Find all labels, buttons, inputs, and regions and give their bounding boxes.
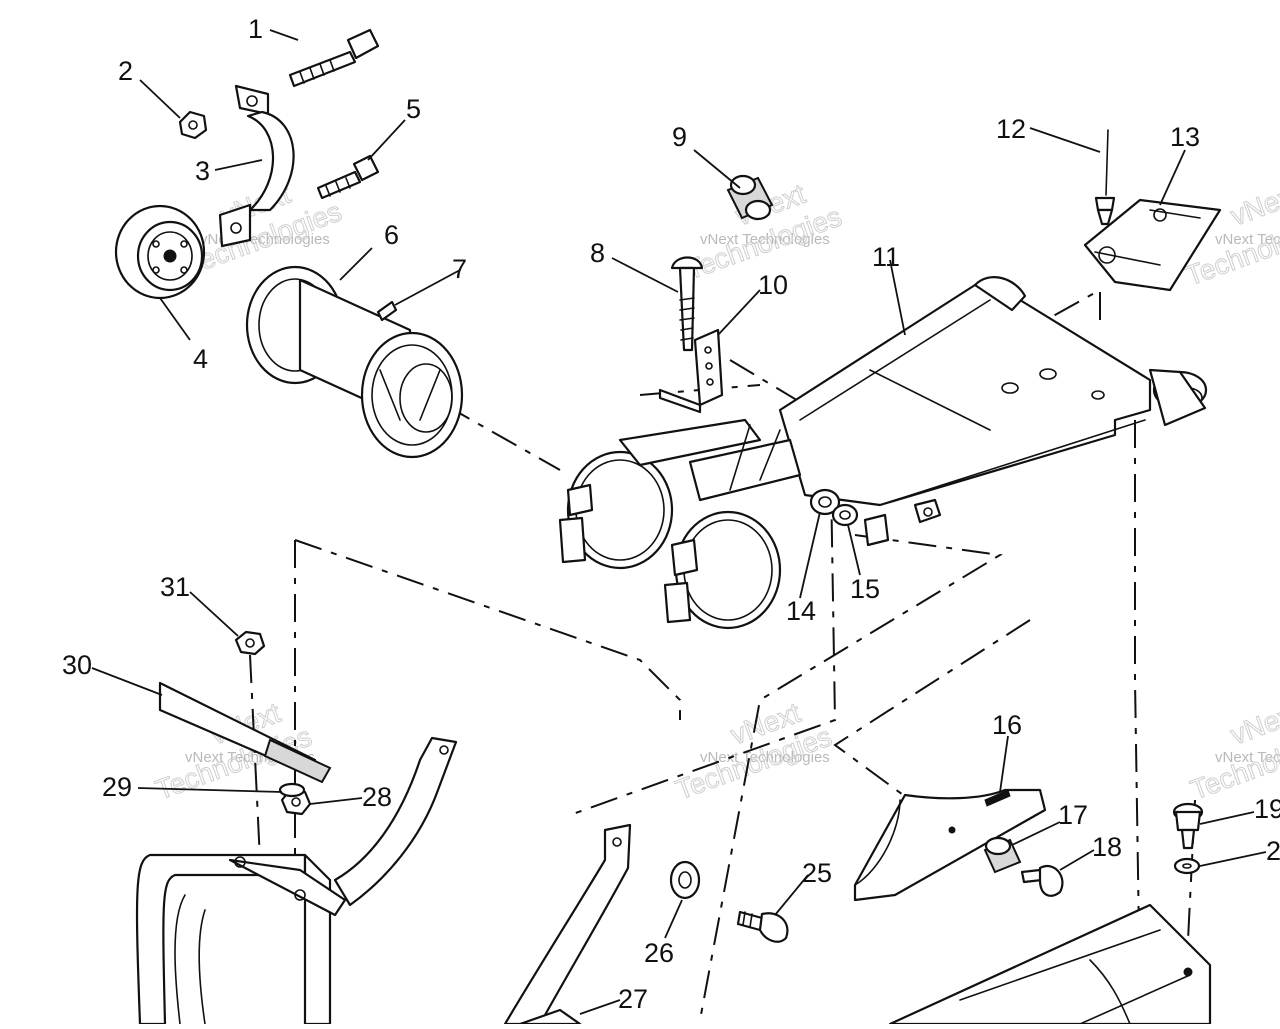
pin-part-12 xyxy=(1094,129,1116,226)
watermark-logo: vNext xyxy=(1226,178,1280,232)
nut-part-31 xyxy=(234,630,266,656)
small-tab xyxy=(863,513,890,547)
pivot-part-14 xyxy=(809,488,841,516)
watermark-text: vNext Technologies xyxy=(700,749,830,766)
bolt-part-19 xyxy=(1172,802,1204,850)
washer-part-29 xyxy=(278,782,306,798)
bolt-part-25 xyxy=(736,910,789,943)
callout-2: 2 xyxy=(118,56,133,86)
callout-8: 8 xyxy=(590,238,605,268)
callout-28: 28 xyxy=(362,782,392,812)
callout-4: 4 xyxy=(193,344,208,374)
assembly-dash-lines xyxy=(249,288,1196,1021)
callout-10: 10 xyxy=(758,270,788,300)
washer-part-26 xyxy=(669,860,701,900)
leader-lines xyxy=(91,29,1267,1015)
strip-part-30 xyxy=(158,681,332,784)
roller-part-4 xyxy=(114,204,206,300)
callout-31: 31 xyxy=(160,572,190,602)
callout-13: 13 xyxy=(1170,122,1200,152)
frame-arm-part-11 xyxy=(778,276,1208,524)
spacer-part-17 xyxy=(983,836,1022,874)
callout-18: 18 xyxy=(1092,832,1122,862)
watermark-text: vNext Technologies xyxy=(1215,749,1280,766)
callout-9: 9 xyxy=(672,122,687,152)
carriage-bolt-part-8 xyxy=(670,256,704,352)
pin-part-7 xyxy=(376,300,398,322)
callout-12: 12 xyxy=(996,114,1026,144)
frame-tube-part-27 xyxy=(503,823,632,1026)
callout-11: 11 xyxy=(872,242,900,272)
bolt-part-1 xyxy=(288,28,380,88)
callout-1: 1 xyxy=(248,14,263,44)
bolt-part-5 xyxy=(316,154,380,200)
callout-19: 19 xyxy=(1254,794,1280,824)
bolt-part-18 xyxy=(1020,865,1064,897)
clamp-collars xyxy=(558,418,802,630)
nut-part-2 xyxy=(178,110,208,140)
callout-25: 25 xyxy=(802,858,832,888)
callout-30: 30 xyxy=(62,650,92,680)
callout-3: 3 xyxy=(195,156,210,186)
callout-5: 5 xyxy=(406,94,421,124)
callout-29: 29 xyxy=(102,772,132,802)
callout-labels: 1 2 3 4 5 6 7 8 9 10 11 12 13 14 15 16 1… xyxy=(62,14,1280,1014)
plate-part-13 xyxy=(1083,198,1222,292)
callout-14: 14 xyxy=(786,596,816,626)
callout-20: 2 xyxy=(1266,836,1280,866)
callout-6: 6 xyxy=(384,220,399,250)
callout-17: 17 xyxy=(1058,800,1088,830)
watermark-text: vNext Technologies xyxy=(1215,231,1280,248)
watermark-text: vNext Technologies xyxy=(700,231,830,248)
bracket-part-16 xyxy=(853,788,1047,902)
callout-16: 16 xyxy=(992,710,1022,740)
washer-part-20 xyxy=(1173,857,1201,875)
bumper-frame xyxy=(135,736,458,1026)
callout-7: 7 xyxy=(452,254,467,284)
lower-rail xyxy=(888,903,1212,1026)
pivot-part-15 xyxy=(831,503,859,527)
watermark-logo: vNext xyxy=(1226,697,1280,751)
callout-15: 15 xyxy=(850,574,880,604)
callout-27: 27 xyxy=(618,984,648,1014)
clamp-strap-part-3 xyxy=(218,84,295,248)
callout-26: 26 xyxy=(644,938,674,968)
spool-part-6 xyxy=(245,265,464,459)
bracket-part-10 xyxy=(658,328,724,414)
